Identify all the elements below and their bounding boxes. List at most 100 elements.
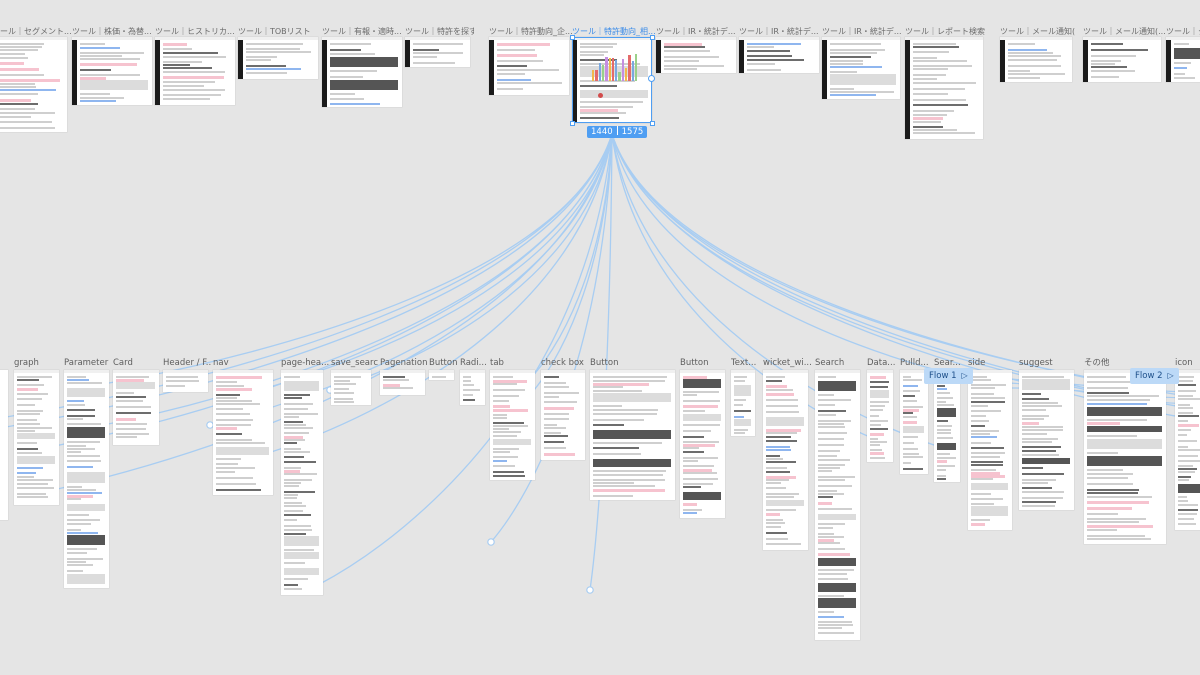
component-frame[interactable]: [900, 370, 928, 474]
flow-starting-point[interactable]: Flow 2▷: [1130, 368, 1179, 384]
component-frame-label[interactable]: Sear...: [934, 358, 961, 368]
screen-frame-label[interactable]: ツール｜メール通知(...: [1083, 27, 1165, 36]
component-frame-label[interactable]: Search: [815, 358, 845, 368]
flow-connector-line[interactable]: [611, 133, 1181, 396]
screen-frame-label[interactable]: ツール｜タ...: [1166, 27, 1200, 36]
component-frame[interactable]: [380, 370, 425, 395]
component-frame-label[interactable]: Card: [113, 358, 133, 368]
resize-handle[interactable]: [649, 120, 655, 126]
screen-frame-thumbnail[interactable]: [155, 37, 235, 105]
flow-starting-point[interactable]: Flow 1▷: [924, 368, 973, 384]
component-frame-label[interactable]: suggest: [1019, 358, 1053, 368]
component-frame-label[interactable]: tab: [490, 358, 504, 368]
flow-connection-handle[interactable]: [648, 75, 655, 82]
component-frame[interactable]: [867, 370, 893, 462]
flow-connector-line[interactable]: [329, 133, 613, 391]
screen-frame-label[interactable]: ツール｜TOBリスト: [238, 27, 311, 36]
screen-frame-thumbnail[interactable]: [1000, 37, 1072, 82]
component-frame[interactable]: [0, 370, 8, 520]
screen-frame-label[interactable]: ツール｜メール通知(...: [1000, 27, 1076, 36]
screen-frame-label[interactable]: ツール｜特許を探す: [405, 27, 474, 36]
component-frame[interactable]: [680, 370, 725, 518]
component-frame[interactable]: [64, 370, 109, 588]
component-frame[interactable]: [1175, 370, 1200, 530]
screen-frame-label[interactable]: ツール｜セグメント...: [0, 27, 71, 36]
component-frame[interactable]: [731, 370, 755, 436]
component-frame-label[interactable]: Button: [590, 358, 619, 368]
screen-frame-label[interactable]: ツール｜IR・統計デ...: [822, 27, 902, 36]
component-frame-label[interactable]: その他: [1084, 358, 1110, 368]
component-frame[interactable]: [213, 370, 273, 495]
component-frame[interactable]: [490, 370, 535, 480]
component-frame-label[interactable]: Radi...: [460, 358, 487, 368]
component-frame[interactable]: [968, 370, 1012, 530]
component-frame[interactable]: [281, 370, 323, 595]
screen-frame-thumbnail[interactable]: [822, 37, 900, 99]
component-frame[interactable]: [1084, 370, 1166, 544]
component-frame-label[interactable]: icon: [1175, 358, 1193, 368]
play-icon[interactable]: ▷: [1167, 371, 1174, 380]
screen-frame-thumbnail[interactable]: [739, 37, 819, 73]
component-frame-label[interactable]: Header / F...: [163, 358, 211, 368]
connector-endpoint[interactable]: [586, 586, 594, 594]
component-frame-label[interactable]: Button: [680, 358, 709, 368]
flow-connector-line[interactable]: [527, 133, 613, 398]
thumb-bar: [937, 453, 951, 455]
screen-frame-thumbnail[interactable]: [1083, 37, 1161, 82]
screen-frame-thumbnail[interactable]: [322, 37, 402, 107]
component-frame-label[interactable]: save_search: [331, 358, 378, 368]
screen-frame-thumbnail[interactable]: [405, 37, 470, 67]
component-frame[interactable]: [460, 370, 485, 405]
flow-connector-line[interactable]: [611, 133, 1200, 411]
screen-frame-label[interactable]: ツール｜特許動向_企...: [489, 27, 573, 36]
screen-frame-label[interactable]: ツール｜株価・為替...: [72, 27, 152, 36]
screen-frame-thumbnail[interactable]: [656, 37, 736, 73]
resize-handle[interactable]: [569, 120, 575, 126]
component-frame[interactable]: [113, 370, 159, 445]
component-frame[interactable]: [815, 370, 860, 640]
resize-handle[interactable]: [569, 34, 575, 40]
component-frame-label[interactable]: Pulld...: [900, 358, 929, 368]
screen-frame-thumbnail[interactable]: [72, 37, 152, 105]
component-frame-label[interactable]: wicket_wi...: [763, 358, 812, 368]
screen-frame-thumbnail[interactable]: [238, 37, 318, 79]
component-frame-label[interactable]: nav: [213, 358, 229, 368]
screen-frame-label[interactable]: ツール｜特許動向_相...: [572, 27, 656, 36]
flow-connector-line[interactable]: [611, 133, 961, 377]
component-frame-label[interactable]: Parameter: [64, 358, 109, 368]
component-frame-label[interactable]: Button: [429, 358, 458, 368]
screen-frame-label[interactable]: ツール｜IR・統計デ...: [739, 27, 819, 36]
component-frame-label[interactable]: Text...: [731, 358, 757, 368]
resize-handle[interactable]: [649, 34, 655, 40]
screen-frame-label[interactable]: ツール｜有報・適時...: [322, 27, 402, 36]
component-frame-label[interactable]: Pagenation: [380, 358, 427, 368]
screen-frame-thumbnail[interactable]: [572, 37, 652, 123]
component-frame-label[interactable]: side: [968, 358, 986, 368]
play-icon[interactable]: ▷: [961, 371, 968, 380]
component-frame[interactable]: [331, 370, 371, 405]
component-frame-label[interactable]: check box: [541, 358, 584, 368]
component-frame[interactable]: [14, 370, 59, 505]
screen-frame-label[interactable]: ツール｜ヒストリカ...: [155, 27, 235, 36]
flow-connector-line[interactable]: [102, 133, 613, 385]
screen-frame-thumbnail[interactable]: [489, 37, 569, 95]
connector-endpoint[interactable]: [487, 538, 495, 546]
screen-frame-thumbnail[interactable]: [1166, 37, 1200, 82]
component-frame[interactable]: [763, 370, 808, 550]
component-frame-label[interactable]: page-hea...: [281, 358, 329, 368]
flow-connector-line[interactable]: [611, 133, 1121, 384]
component-frame[interactable]: [541, 370, 585, 460]
screen-frame-label[interactable]: ツール｜IR・統計デ...: [656, 27, 736, 36]
component-frame[interactable]: [590, 370, 675, 500]
component-frame[interactable]: [934, 370, 960, 482]
screen-frame-thumbnail[interactable]: [905, 37, 983, 139]
screen-frame-thumbnail[interactable]: [0, 37, 67, 132]
component-frame[interactable]: [163, 370, 208, 392]
component-frame[interactable]: [429, 370, 454, 380]
component-frame[interactable]: [1019, 370, 1074, 510]
component-frame-label[interactable]: graph: [14, 358, 39, 368]
screen-frame-label[interactable]: ツール｜レポート検索: [905, 27, 985, 36]
flow-connector-line[interactable]: [209, 133, 613, 426]
component-frame-label[interactable]: Data...: [867, 358, 896, 368]
